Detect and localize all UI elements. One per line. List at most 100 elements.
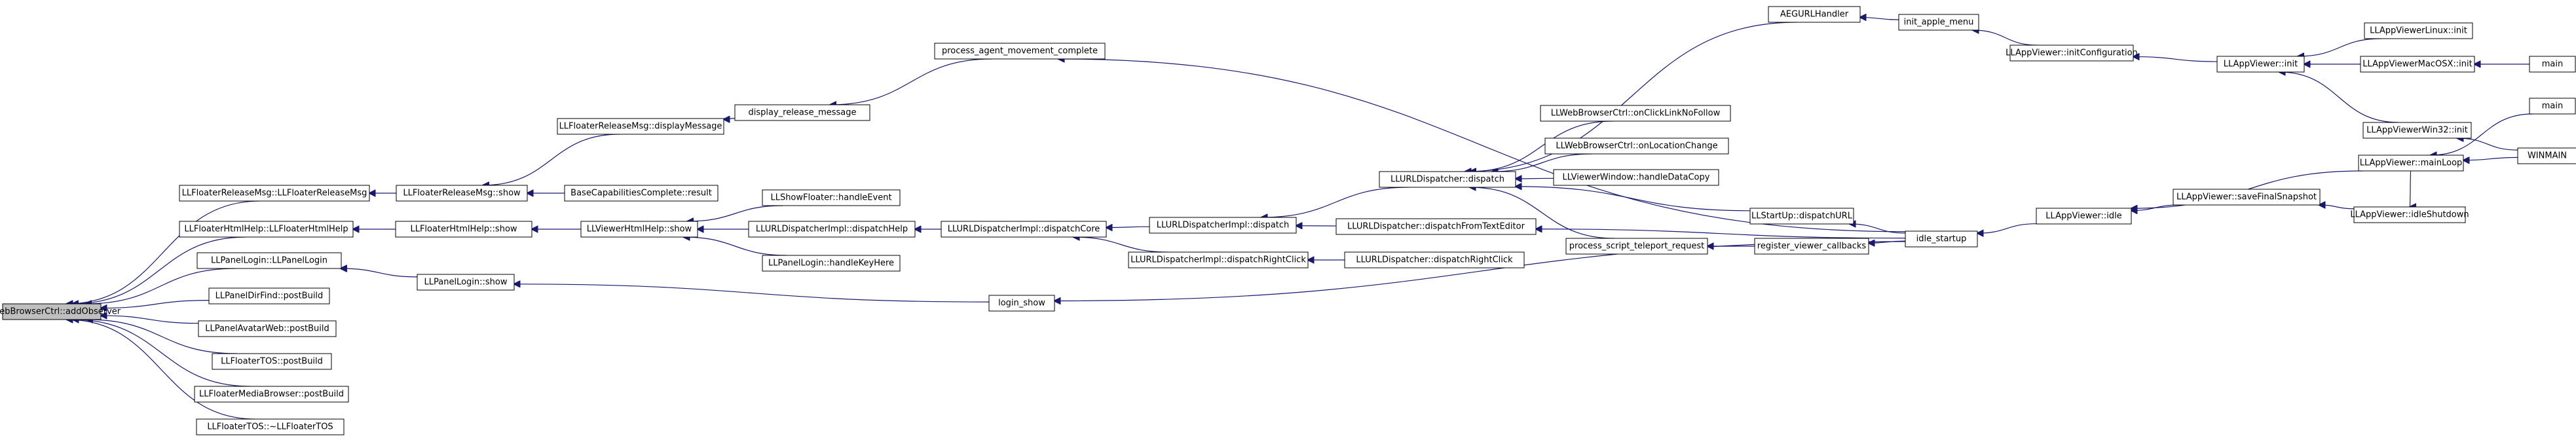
node-box (988, 295, 1055, 312)
function-node[interactable]: LLFloaterReleaseMsg::LLFloaterReleaseMsg (179, 185, 370, 202)
function-node[interactable]: LLFloaterTOS::~LLFloaterTOS (196, 418, 345, 435)
call-edge (67, 320, 255, 420)
node-label: LLPanelLogin::handleKeyHere (768, 259, 894, 268)
node-label: main (2542, 101, 2563, 111)
node-label: LLFloaterReleaseMsg::LLFloaterReleaseMsg (182, 189, 367, 198)
node-label: LLAppViewer::mainLoop (2360, 158, 2463, 168)
function-node[interactable]: LLAppViewerMacOSX::init (2360, 56, 2475, 73)
function-node[interactable]: init_apple_menu (1898, 14, 1979, 31)
call-edge (1492, 153, 1593, 172)
call-edge (341, 268, 418, 278)
node-label: login_show (998, 299, 1045, 308)
function-node[interactable]: LLURLDispatcher::dispatchFromTextEditor (1335, 218, 1537, 235)
node-box (2173, 189, 2321, 206)
function-node[interactable]: login_show (988, 295, 1055, 312)
function-node[interactable]: LLURLDispatcher::dispatchRightClick (1344, 251, 1525, 268)
function-node[interactable]: LLPanelLogin::LLPanelLogin (196, 252, 342, 269)
node-box (396, 185, 528, 202)
node-box (564, 185, 719, 202)
function-node[interactable]: LLAppViewer::idle (2036, 208, 2132, 225)
node-box (2036, 208, 2132, 225)
node-box (934, 43, 1106, 60)
function-node[interactable]: main (2529, 98, 2576, 115)
node-box (2, 303, 102, 320)
node-box (2364, 22, 2473, 39)
function-node[interactable]: LLURLDispatcherImpl::dispatchRightClick (1128, 251, 1309, 268)
function-node[interactable]: LLAppViewerWin32::init (2362, 122, 2472, 139)
function-node[interactable]: LLStartUp::dispatchURL (1749, 208, 1854, 225)
node-box (1553, 169, 1719, 186)
function-node[interactable]: LLPanelAvatarWeb::postBuild (198, 320, 337, 337)
node-label: LLFloaterReleaseMsg::displayMessage (559, 122, 722, 132)
function-node[interactable]: BaseCapabilitiesComplete::result (564, 185, 719, 202)
node-label: AEGURLHandler (1780, 10, 1849, 20)
function-node[interactable]: LLFloaterHtmlHelp::show (395, 221, 532, 238)
node-box (748, 221, 916, 238)
function-node[interactable]: LLURLDispatcherImpl::dispatchCore (941, 221, 1107, 238)
function-node[interactable]: LLWebBrowserCtrl::onLocationChange (1544, 138, 1729, 155)
node-box (2529, 98, 2576, 115)
call-edge (2298, 38, 2381, 56)
function-node[interactable]: register_viewer_callbacks (1754, 238, 1869, 255)
function-node[interactable]: LLURLDispatcher::dispatch (1379, 171, 1516, 188)
function-node[interactable]: LLPanelLogin::show (417, 274, 515, 291)
function-node[interactable]: LLShowFloater::handleEvent (762, 189, 901, 206)
function-node[interactable]: LLWebBrowserCtrl::onClickLinkNoFollow (1540, 105, 1731, 122)
call-edge (1073, 237, 1169, 253)
function-node[interactable]: LLAppViewer::idleShutdown (2350, 206, 2469, 223)
function-node[interactable]: LLPanelDirFind::postBuild (208, 287, 330, 304)
call-edge (2319, 205, 2355, 210)
node-box (212, 353, 332, 370)
function-node[interactable]: LLFloaterReleaseMsg::displayMessage (557, 118, 724, 135)
function-node[interactable]: AEGURLHandler (1768, 6, 1861, 23)
node-box (179, 185, 370, 202)
node-label: LLPanelLogin::LLPanelLogin (211, 256, 327, 266)
function-node[interactable]: LLViewerHtmlHelp::show (580, 221, 698, 238)
node-label: main (2542, 60, 2563, 69)
function-node[interactable]: LLAppViewerLinux::init (2364, 22, 2473, 39)
node-box (2362, 122, 2472, 139)
node-box (1768, 6, 1861, 23)
node-label: LLWebBrowserCtrl::onClickLinkNoFollow (1551, 109, 1721, 119)
call-edge (684, 237, 787, 256)
function-node[interactable]: LLAppViewer::mainLoop (2358, 155, 2464, 172)
call-edge (1850, 224, 1906, 234)
function-node[interactable]: LLAppViewer::init (2216, 56, 2305, 73)
function-node[interactable]: process_agent_movement_complete (934, 43, 1106, 60)
root-node[interactable]: LLWebBrowserCtrl::addObserver (0, 303, 121, 320)
node-label: LLFloaterReleaseMsg::show (403, 189, 521, 198)
node-box (208, 287, 330, 304)
function-node[interactable]: LLFloaterHtmlHelp::LLFloaterHtmlHelp (179, 221, 354, 238)
node-label: LLAppViewer::saveFinalSnapshot (2176, 193, 2317, 202)
node-label: LLURLDispatcherImpl::dispatchRightClick (1130, 255, 1306, 265)
function-node[interactable]: LLURLDispatcherImpl::dispatchHelp (748, 221, 916, 238)
function-node[interactable]: main (2529, 56, 2576, 73)
function-node[interactable]: LLAppViewer::initConfiguration (2006, 45, 2138, 62)
node-label: LLAppViewer::init (2224, 60, 2298, 69)
node-label: LLAppViewer::initConfiguration (2006, 48, 2138, 58)
edges-layer (67, 17, 2533, 420)
node-label: LLURLDispatcherImpl::dispatch (1157, 221, 1290, 230)
node-label: LLURLDispatcherImpl::dispatchCore (948, 225, 1100, 234)
node-label: idle_startup (1916, 234, 1967, 244)
node-box (1754, 238, 1869, 255)
call-edge (2431, 113, 2533, 155)
function-node[interactable]: display_release_message (734, 104, 870, 121)
function-node[interactable]: LLFloaterMediaBrowser::postBuild (194, 386, 349, 403)
node-label: WINMAIN (2528, 151, 2567, 161)
node-label: LLPanelAvatarWeb::postBuild (205, 324, 329, 334)
node-label: LLFloaterMediaBrowser::postBuild (199, 390, 344, 399)
function-node[interactable]: LLAppViewer::saveFinalSnapshot (2173, 189, 2321, 206)
function-node[interactable]: LLURLDispatcherImpl::dispatch (1149, 217, 1297, 234)
node-label: display_release_message (749, 108, 857, 118)
call-edge (483, 134, 620, 185)
function-node[interactable]: process_script_teleport_request (1565, 238, 1708, 255)
function-node[interactable]: idle_startup (1905, 230, 1978, 248)
function-node[interactable]: LLPanelLogin::handleKeyHere (762, 255, 901, 272)
function-node[interactable]: LLViewerWindow::handleDataCopy (1553, 169, 1719, 186)
function-node[interactable]: WINMAIN (2517, 147, 2576, 164)
function-node[interactable]: LLFloaterTOS::postBuild (212, 353, 332, 370)
function-node[interactable]: LLFloaterReleaseMsg::show (396, 185, 528, 202)
nodes-layer: LLWebBrowserCtrl::addObserver LLFloaterRe… (0, 6, 2576, 435)
